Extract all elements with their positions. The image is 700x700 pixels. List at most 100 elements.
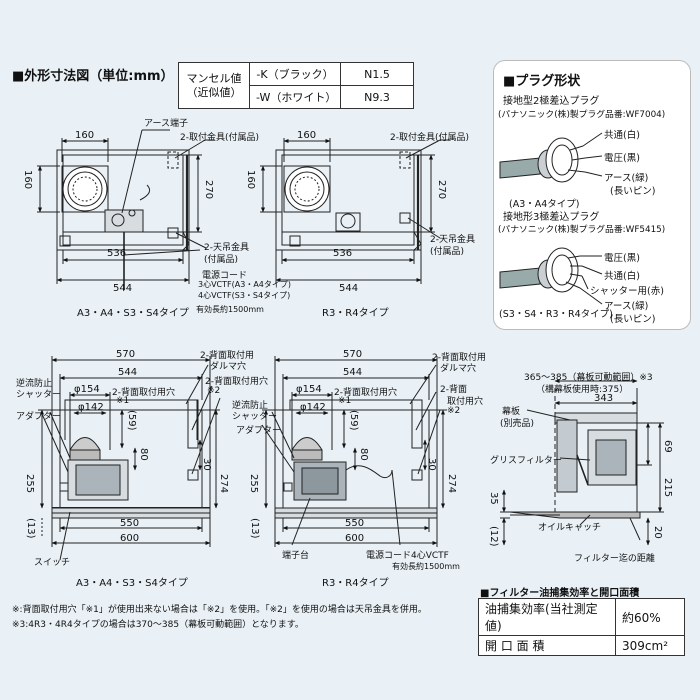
panel-std-label: （構幕板使用時:375） xyxy=(536,385,629,395)
dim-59: (59) xyxy=(126,410,137,431)
plug-label: 電圧(黒) xyxy=(604,253,640,264)
hole-label: 2-背面取付用穴 xyxy=(334,388,397,398)
adapter-label: アダプター xyxy=(16,412,62,422)
dim-270-v: 270 xyxy=(436,180,447,200)
hole-label: 取付用穴 xyxy=(447,397,484,407)
munsell-variant: -K（ブラック） xyxy=(249,62,341,86)
hanger-label: 2-天吊金具 xyxy=(204,243,249,253)
dim-255: 255 xyxy=(24,474,35,494)
efficiency-label: 開 口 面 積 xyxy=(478,635,616,656)
mark-2: ※2 xyxy=(207,386,221,396)
dim-600: 600 xyxy=(120,533,140,544)
plug-3pole-name: 接地形3極差込プラグ xyxy=(503,212,600,223)
mark-2: ※2 xyxy=(447,406,461,416)
plug-label: シャッター用(赤) xyxy=(590,286,664,297)
dim-80: 80 xyxy=(358,448,369,461)
munsell-value: N9.3 xyxy=(340,85,414,109)
plug-title: ■プラグ形状 xyxy=(503,74,581,89)
plug-label: アース(緑) xyxy=(604,301,649,312)
dim-544: 544 xyxy=(118,367,138,378)
dim-160-v: 160 xyxy=(245,170,256,190)
type-label: R3・R4タイプ xyxy=(322,308,389,319)
dim-544: 544 xyxy=(343,367,363,378)
type-label: A3・A4・S3・S4タイプ xyxy=(76,578,188,589)
switch-label: スイッチ xyxy=(34,558,71,568)
munsell-value: N1.5 xyxy=(340,62,414,86)
dim-215: 215 xyxy=(662,478,673,498)
bottom-mid-front-view xyxy=(261,356,447,547)
plug-label: 電圧(黒) xyxy=(604,153,640,164)
dim-536: 536 xyxy=(107,248,127,259)
dim-phi142: φ142 xyxy=(300,402,326,413)
terminal-label: 端子台 xyxy=(282,551,310,561)
panel-label: 幕板 xyxy=(502,407,521,417)
dim-12: (12) xyxy=(488,526,499,547)
bottom-left-front-view xyxy=(38,356,221,561)
panel-range-label: 365～385（幕板可動範囲）※3 xyxy=(524,373,653,383)
page-title: ■外形寸法図（単位:mm） xyxy=(12,69,174,84)
bracket-label: 2-取付金具(付属品) xyxy=(390,133,469,143)
hole-label: ダルマ穴 xyxy=(440,364,477,374)
type-label: A3・A4・S3・S4タイプ xyxy=(77,308,189,319)
shutter-label: シャッター xyxy=(16,390,62,400)
cord-length-label: 有効長約1500mm xyxy=(392,562,460,571)
dim-30: 30 xyxy=(201,458,212,471)
top-mid-plan-view xyxy=(260,138,450,284)
dim-550: 550 xyxy=(120,518,140,529)
adapter-label: アダプター xyxy=(236,426,282,436)
footnote: ※:背面取付用穴「※1」が使用出来ない場合は「※2」を使用。「※2」を使用の場合… xyxy=(12,605,427,615)
efficiency-label: 油捕集効率(当社測定値) xyxy=(478,598,616,636)
plug-3pole-maker: (パナソニック(株)製プラグ品番:WF5415) xyxy=(498,225,666,235)
shutter-label: 逆流防止 xyxy=(16,379,53,389)
mark-1: ※1 xyxy=(116,396,130,406)
dim-600: 600 xyxy=(345,533,365,544)
dim-35: 35 xyxy=(488,492,499,505)
dim-160: 160 xyxy=(75,130,95,141)
shutter-label: 逆流防止 xyxy=(232,401,269,411)
plug-2pole-name: 接地型2極差込プラグ xyxy=(503,96,600,107)
dim-30: 30 xyxy=(426,458,437,471)
dim-274: 274 xyxy=(218,474,229,494)
dim-phi142: φ142 xyxy=(78,402,104,413)
grease-filter-label: グリスフィルター xyxy=(490,456,562,466)
panel-label: (別売品) xyxy=(500,419,535,429)
bracket-label: 2-取付金具(付属品) xyxy=(180,133,259,143)
plug-label: 共通(白) xyxy=(604,130,640,141)
hole-label: 2-背面取付用穴 xyxy=(112,388,175,398)
dim-270-v: 270 xyxy=(203,180,214,200)
plug-label: 共通(白) xyxy=(604,271,640,282)
dim-phi154: φ154 xyxy=(74,384,100,395)
power-cord-spec: 4心VCTF(S3・S4タイプ) xyxy=(198,291,291,300)
plug-3pole-drawing xyxy=(499,247,603,305)
hole-label: ダルマ穴 xyxy=(210,362,247,372)
dim-160: 160 xyxy=(297,130,317,141)
dim-13: (13) xyxy=(25,518,36,539)
plug-type-note: (S3・S4・R3・R4タイプ) xyxy=(499,309,613,320)
oil-catch-label: オイルキャッチ xyxy=(538,523,602,533)
dim-20: 20 xyxy=(652,526,663,539)
efficiency-title: ■フィルター油捕集効率と開口面積 xyxy=(480,588,640,599)
hanger-label: (付属品) xyxy=(204,255,239,265)
dim-536: 536 xyxy=(333,248,353,259)
efficiency-value: 約60% xyxy=(615,598,685,636)
hole-label: 2-背面取付用 xyxy=(200,351,254,361)
filter-distance-label: フィルター迄の距離 xyxy=(574,554,655,564)
dim-phi154: φ154 xyxy=(296,384,322,395)
earth-terminal-label: アース端子 xyxy=(144,119,189,129)
plug-label: (長いピン) xyxy=(610,314,656,325)
footnote: ※3:4R3・4R4タイプの場合は370～385（幕板可動範囲）となります。 xyxy=(12,620,304,630)
type-label: R3・R4タイプ xyxy=(322,578,389,589)
power-cord-spec: 3心VCTF(A3・A4タイプ) xyxy=(198,280,292,289)
dim-343: 343 xyxy=(594,393,614,404)
dim-570: 570 xyxy=(116,349,136,360)
dim-59: (59) xyxy=(348,410,359,431)
dim-80: 80 xyxy=(138,448,149,461)
power-cord-label: 電源コード xyxy=(202,271,248,281)
plug-type-note: (A3・A4タイプ) xyxy=(509,199,580,210)
hanger-label: 2-天吊金具 xyxy=(430,235,475,245)
plug-label: (長いピン) xyxy=(610,186,656,197)
efficiency-value: 309cm² xyxy=(615,635,685,656)
munsell-variant: -W（ホワイト） xyxy=(249,85,341,109)
dim-160-v: 160 xyxy=(22,170,33,190)
dim-544: 544 xyxy=(339,283,359,294)
